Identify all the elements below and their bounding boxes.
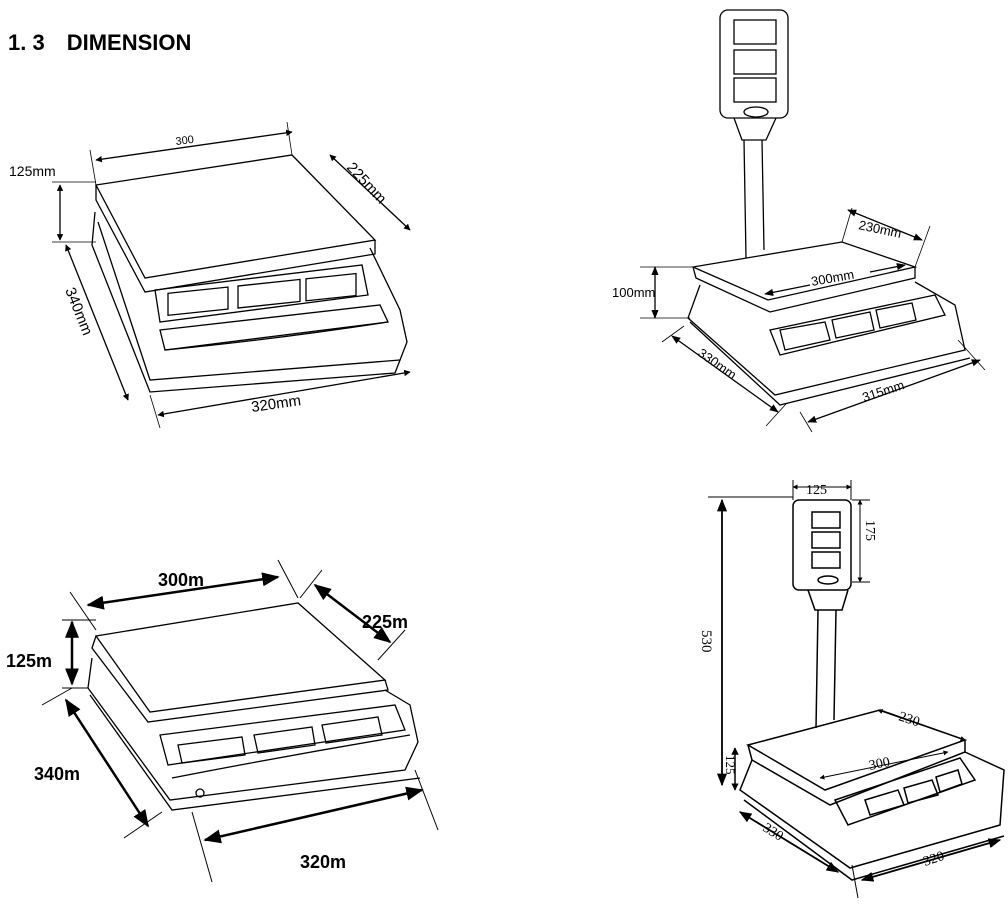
scale-drawing-c [41,559,439,883]
label-d-depth-side: 330 [760,821,786,845]
label-a-depth-top: 225mm [343,159,390,207]
label-b-width: 300mm [810,267,855,289]
label-c-depth-side: 340m [34,764,80,784]
label-d-height: 125 [723,755,738,775]
section-number: 1. 3 [8,30,45,55]
label-a-width: 300 [175,134,195,148]
scale-drawing-b [640,9,986,433]
label-d-width: 300 [868,755,892,774]
scale-drawing-a [52,121,411,429]
scale-drawing-d [708,480,1005,899]
label-d-base: 320 [922,849,947,870]
label-c-base: 320m [300,852,346,872]
label-c-height: 125m [6,651,52,671]
label-d-total-height: 530 [698,630,714,653]
section-heading: 1. 3 DIMENSION [8,30,191,56]
label-a-base: 320mm [250,392,302,416]
label-a-height: 125mm [9,163,56,179]
label-a-depth-side: 340mm [61,285,96,338]
label-b-depth-side: 330mm [695,345,739,382]
label-d-display-width: 125 [806,483,827,498]
label-d-display-height: 175 [862,520,877,541]
label-b-base: 315mm [860,377,906,405]
label-c-width: 300m [158,570,204,590]
section-title: DIMENSION [66,30,192,55]
label-c-depth-top: 225m [362,612,408,632]
label-b-depth-top: 230mm [857,217,903,241]
label-b-height: 100mm [612,285,655,300]
label-d-depth-top: 230 [897,710,922,731]
